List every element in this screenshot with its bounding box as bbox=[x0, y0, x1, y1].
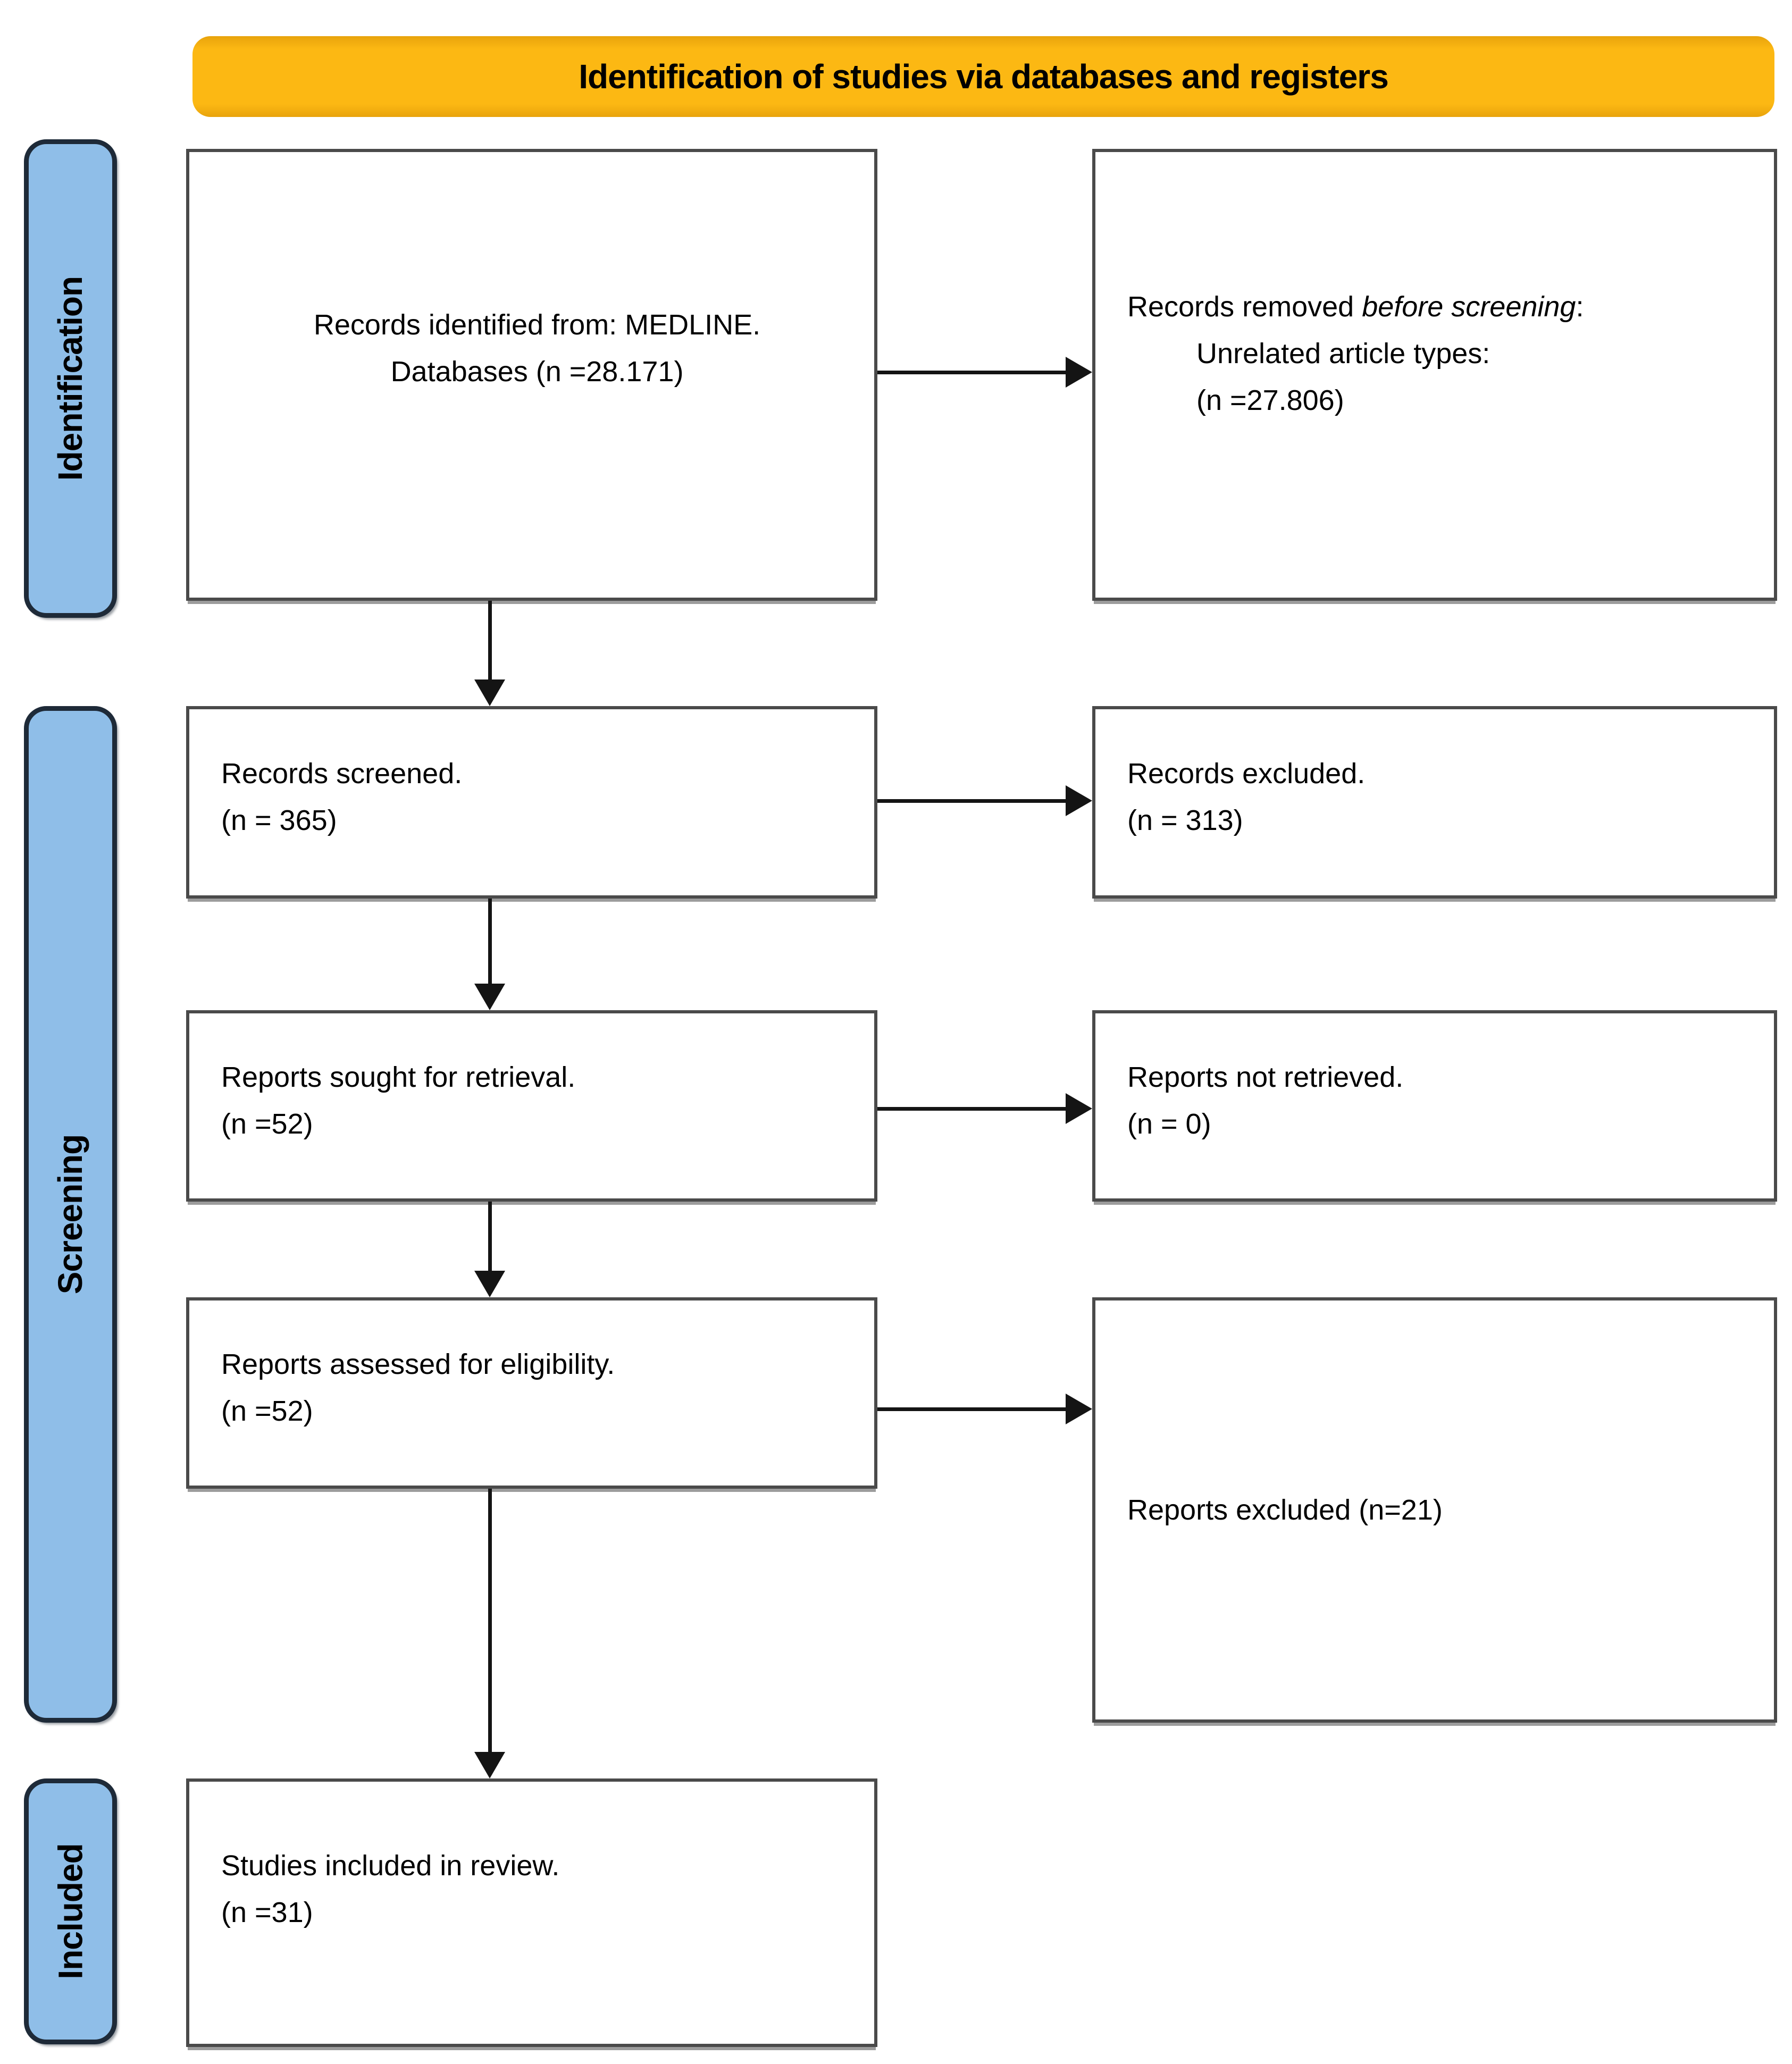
down-arrow-sought-to-assessed bbox=[474, 1202, 505, 1297]
arrowhead-down-icon bbox=[474, 1271, 505, 1297]
diagram-title-banner: Identification of studies via databases … bbox=[192, 36, 1774, 117]
box-records-identified: Records identified from: MEDLINE. Databa… bbox=[186, 149, 877, 601]
box-line: (n =52) bbox=[221, 1395, 313, 1427]
box-line: Unrelated article types: bbox=[1196, 338, 1490, 370]
box-line: (n =52) bbox=[221, 1108, 313, 1140]
box-records-screened: Records screened. (n = 365) bbox=[186, 706, 877, 899]
arrowhead-right-icon bbox=[1066, 1394, 1092, 1424]
right-arrow-sought-to-not-retrieved bbox=[877, 1093, 1092, 1124]
down-arrow-screened-to-sought bbox=[474, 899, 505, 1010]
arrow-shaft bbox=[488, 1489, 492, 1752]
box-line: (n = 0) bbox=[1127, 1108, 1211, 1140]
arrow-shaft bbox=[877, 370, 1066, 374]
arrow-shaft bbox=[877, 1407, 1066, 1411]
box-reports-sought: Reports sought for retrieval. (n =52) bbox=[186, 1010, 877, 1202]
stage-label-screening: Screening bbox=[51, 1134, 90, 1295]
box-line: Databases (n =28.171) bbox=[390, 356, 684, 388]
box-line: Reports excluded (n=21) bbox=[1127, 1494, 1443, 1526]
arrowhead-down-icon bbox=[474, 1752, 505, 1778]
box-line: (n =27.806) bbox=[1196, 384, 1344, 416]
box-studies-included: Studies included in review. (n =31) bbox=[186, 1778, 877, 2047]
stage-label-included: Included bbox=[51, 1843, 90, 1979]
down-arrow-assessed-to-included bbox=[474, 1489, 505, 1778]
box-line: Records identified from: MEDLINE. bbox=[313, 309, 761, 341]
box-reports-not-retrieved: Reports not retrieved. (n = 0) bbox=[1092, 1010, 1777, 1202]
box-line: (n = 365) bbox=[221, 804, 337, 836]
box-records-removed: Records removed before screening: Unrela… bbox=[1092, 149, 1777, 601]
box-line: Reports assessed for eligibility. bbox=[221, 1348, 615, 1380]
italic-phrase: before screening bbox=[1362, 291, 1576, 323]
arrow-shaft bbox=[877, 799, 1066, 803]
box-line: Records screened. bbox=[221, 758, 463, 790]
right-arrow-identified-to-removed bbox=[877, 357, 1092, 388]
box-reports-excluded: Reports excluded (n=21) bbox=[1092, 1297, 1777, 1723]
arrowhead-right-icon bbox=[1066, 1093, 1092, 1124]
arrow-shaft bbox=[488, 899, 492, 984]
box-line: Reports not retrieved. bbox=[1127, 1061, 1404, 1093]
box-records-excluded: Records excluded. (n = 313) bbox=[1092, 706, 1777, 899]
box-line: Studies included in review. bbox=[221, 1849, 560, 1882]
diagram-title: Identification of studies via databases … bbox=[579, 57, 1389, 96]
stage-bar-screening: Screening bbox=[24, 706, 117, 1723]
down-arrow-identified-to-screened bbox=[474, 601, 505, 706]
arrowhead-down-icon bbox=[474, 679, 505, 706]
box-line: Reports sought for retrieval. bbox=[221, 1061, 576, 1093]
box-line: (n = 313) bbox=[1127, 804, 1243, 836]
right-arrow-screened-to-excluded bbox=[877, 785, 1092, 816]
right-arrow-assessed-to-reports-excluded bbox=[877, 1394, 1092, 1424]
box-line: (n =31) bbox=[221, 1896, 313, 1928]
box-reports-assessed: Reports assessed for eligibility. (n =52… bbox=[186, 1297, 877, 1489]
box-line: Records excluded. bbox=[1127, 758, 1366, 790]
arrow-shaft bbox=[488, 601, 492, 679]
arrowhead-right-icon bbox=[1066, 357, 1092, 388]
stage-bar-included: Included bbox=[24, 1778, 117, 2044]
stage-label-identification: Identification bbox=[51, 276, 90, 481]
arrow-shaft bbox=[488, 1202, 492, 1271]
arrowhead-right-icon bbox=[1066, 785, 1092, 816]
stage-bar-identification: Identification bbox=[24, 139, 117, 618]
box-line: Records removed before screening: bbox=[1127, 291, 1584, 323]
arrow-shaft bbox=[877, 1106, 1066, 1111]
arrowhead-down-icon bbox=[474, 984, 505, 1010]
